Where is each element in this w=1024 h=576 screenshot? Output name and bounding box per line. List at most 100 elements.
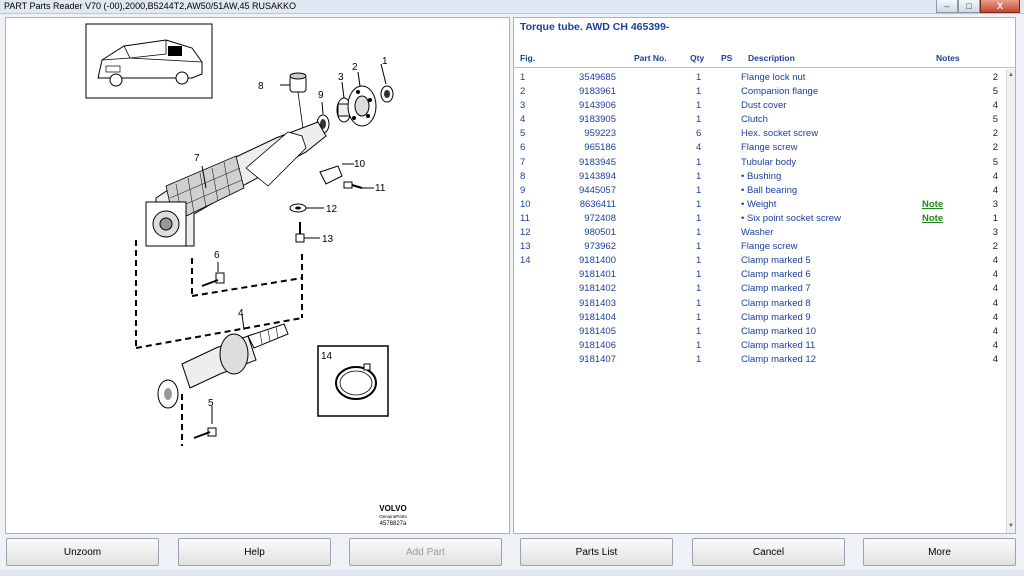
diagram-callouts: 1 2 3 4 5 6 7 8 9 10 11 12 13 14: [194, 56, 388, 409]
cell-qty: 1: [696, 255, 702, 267]
cell-fig: 8: [520, 170, 526, 182]
cell-description: Flange screw: [741, 142, 798, 154]
part-bushing: [280, 72, 307, 137]
callout-8[interactable]: 8: [258, 81, 264, 92]
parts-list-button[interactable]: Parts List: [520, 538, 673, 566]
callout-4[interactable]: 4: [238, 308, 244, 319]
minimize-button[interactable]: –: [936, 0, 958, 13]
part-six-point-socket-screw: [343, 181, 374, 189]
cell-part-no: 972408: [584, 212, 616, 224]
cell-n: 4: [992, 353, 998, 365]
cell-qty: 1: [696, 114, 702, 126]
header-notes[interactable]: Notes: [936, 53, 960, 63]
callout-1[interactable]: 1: [382, 56, 388, 67]
assembly-dash-lines: [135, 240, 303, 446]
cell-qty: 1: [696, 297, 702, 309]
cell-n: 5: [992, 156, 998, 168]
cell-part-no: 959223: [584, 128, 616, 140]
cell-fig: 2: [520, 86, 526, 98]
note-link[interactable]: Note: [922, 212, 944, 224]
cell-description: Hex. socket screw: [741, 128, 819, 140]
window-controls: – □ X: [936, 0, 1020, 13]
callout-7[interactable]: 7: [194, 153, 200, 164]
close-button[interactable]: X: [980, 0, 1020, 13]
cell-description: • Six point socket screw: [741, 212, 841, 224]
cell-part-no: 9181403: [579, 297, 616, 309]
brand-sub: GenuineParts: [379, 514, 407, 519]
parts-list-scrollbar[interactable]: ▲ ▼: [1006, 69, 1015, 533]
cancel-button[interactable]: Cancel: [692, 538, 845, 566]
cell-description: • Bushing: [741, 170, 782, 182]
cell-fig: 4: [520, 114, 526, 126]
callout-11[interactable]: 11: [375, 183, 386, 194]
exploded-diagram-panel[interactable]: 1 2 3 4 5 6 7 8 9 10 11 12 13 14 VOLVO G…: [5, 17, 510, 534]
callout-3[interactable]: 3: [338, 72, 344, 83]
callout-12[interactable]: 12: [326, 204, 338, 215]
cell-description: Clamp marked 11: [741, 339, 816, 351]
cell-n: 1: [992, 212, 998, 224]
scroll-up-icon[interactable]: ▲: [1008, 72, 1014, 78]
cell-n: 4: [992, 170, 998, 182]
header-description[interactable]: Description: [748, 53, 795, 63]
cell-description: Flange screw: [741, 241, 798, 253]
cell-part-no: 9181406: [579, 339, 616, 351]
cell-part-no: 9181400: [579, 255, 616, 267]
part-tubular-body: [145, 121, 327, 247]
column-headers: Fig. Part No. Qty PS Description Notes: [514, 53, 1015, 65]
title-bar: PART Parts Reader V70 (-00),2000,B5244T2…: [0, 0, 1024, 14]
callout-10[interactable]: 10: [354, 159, 366, 170]
header-qty[interactable]: Qty: [690, 53, 705, 63]
cell-part-no: 9181402: [579, 283, 616, 295]
cell-part-no: 980501: [584, 227, 616, 239]
add-part-button[interactable]: Add Part: [349, 538, 502, 566]
cell-qty: 1: [696, 100, 702, 112]
more-button[interactable]: More: [863, 538, 1016, 566]
header-ps[interactable]: PS: [721, 53, 733, 63]
note-link[interactable]: Note: [922, 198, 944, 210]
callout-14[interactable]: 14: [321, 351, 333, 362]
part-companion-flange: [347, 71, 377, 127]
part-flange-screw-6: [201, 262, 225, 287]
cell-n: 3: [992, 198, 998, 210]
cell-n: 5: [992, 86, 998, 98]
callout-9[interactable]: 9: [318, 90, 324, 101]
part-flange-lock-nut: [380, 63, 394, 103]
cell-qty: 1: [696, 184, 702, 196]
cell-description: • Weight: [741, 198, 777, 210]
header-part-no[interactable]: Part No.: [634, 53, 667, 63]
callout-6[interactable]: 6: [214, 250, 220, 261]
unzoom-button[interactable]: Unzoom: [6, 538, 159, 566]
header-fig[interactable]: Fig.: [520, 53, 536, 63]
scroll-down-icon[interactable]: ▼: [1008, 523, 1014, 529]
callout-5[interactable]: 5: [208, 398, 214, 409]
callout-13[interactable]: 13: [322, 234, 334, 245]
help-button[interactable]: Help: [178, 538, 331, 566]
callout-2[interactable]: 2: [352, 62, 358, 73]
cell-qty: 1: [696, 198, 702, 210]
cell-fig: 6: [520, 142, 526, 154]
cell-part-no: 9181401: [579, 269, 616, 281]
maximize-button[interactable]: □: [958, 0, 980, 13]
cell-qty: 1: [696, 72, 702, 83]
